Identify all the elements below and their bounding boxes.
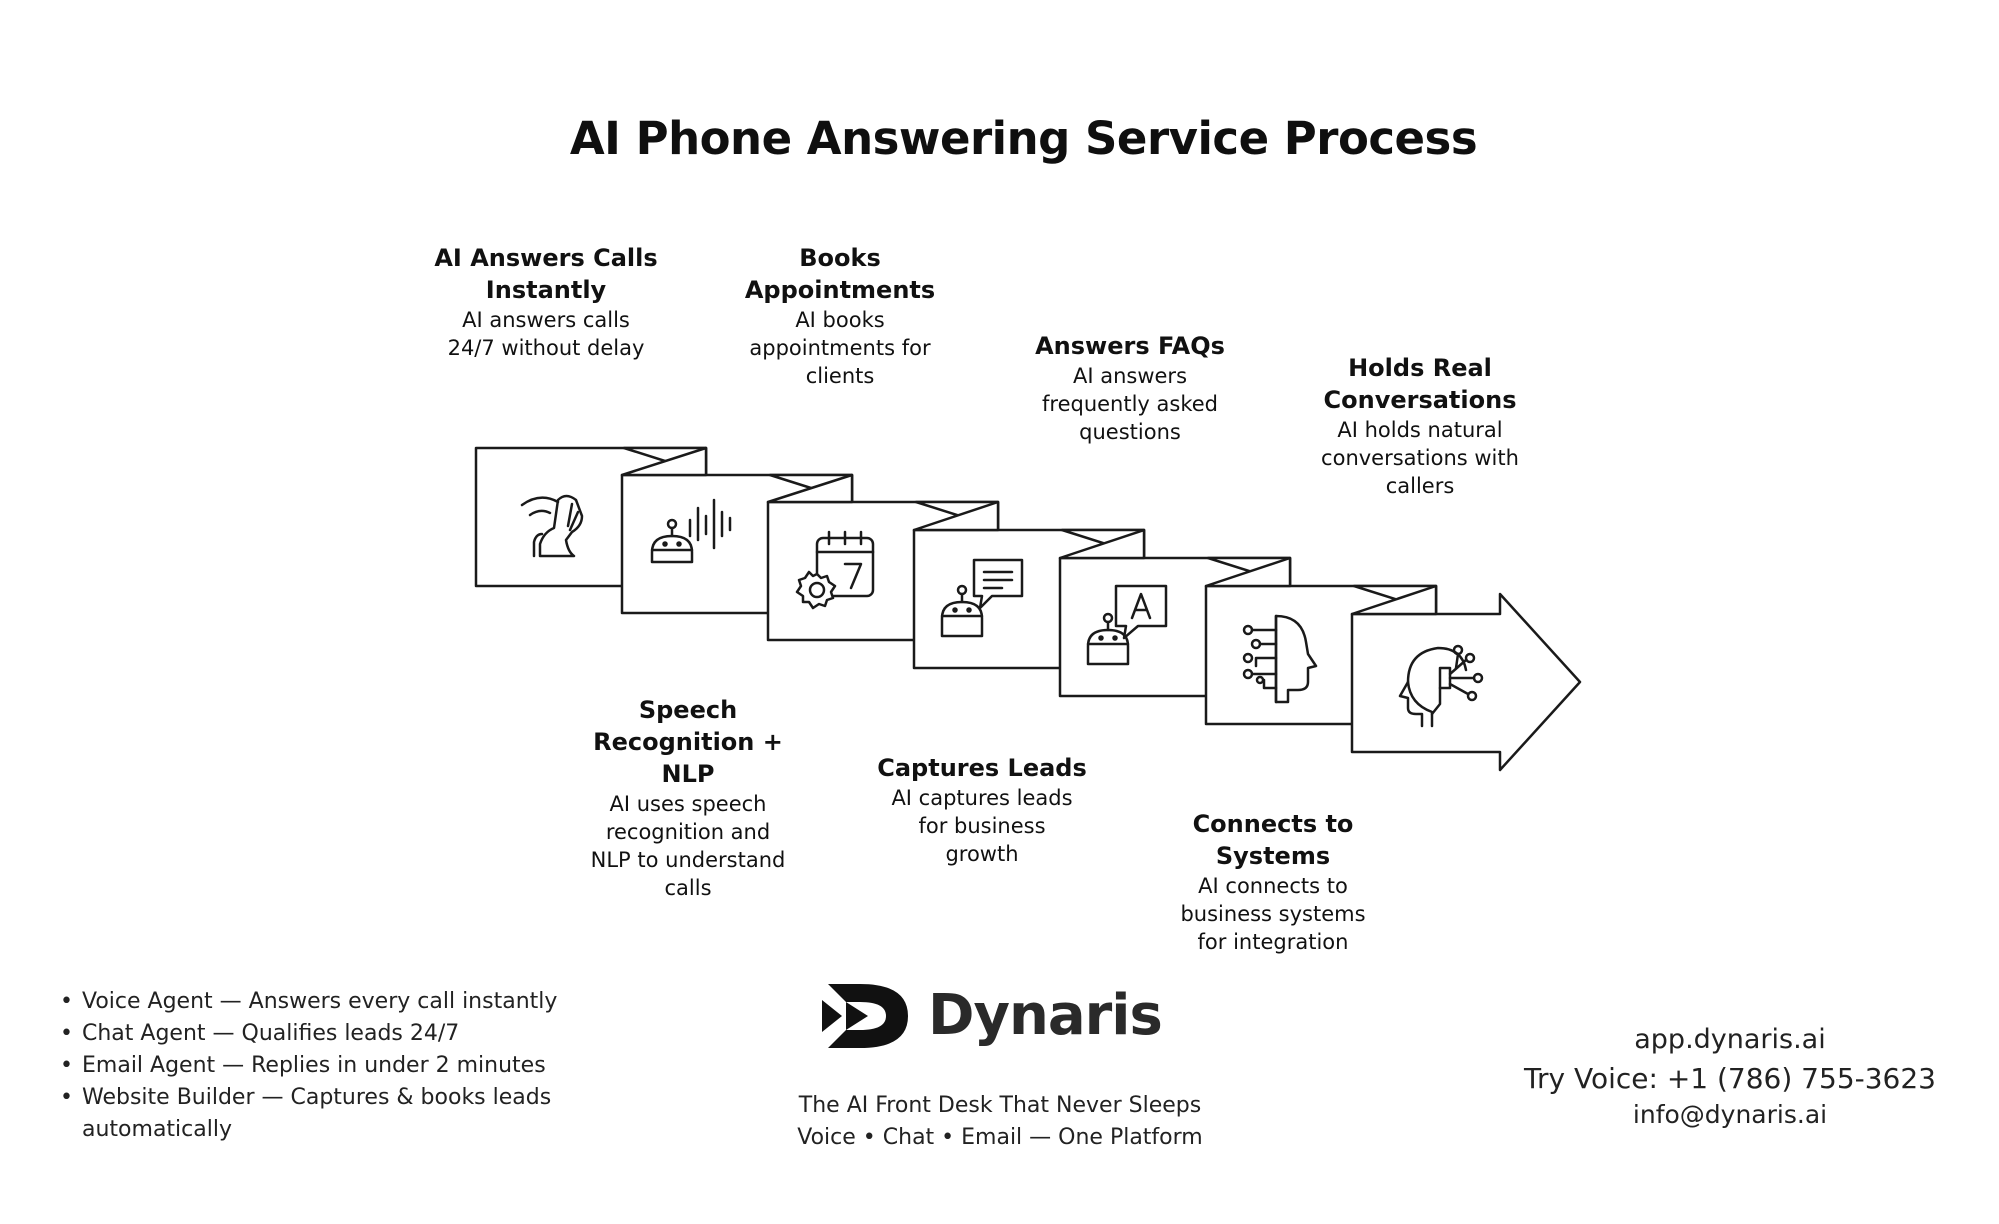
feature-list: Voice Agent — Answers every call instant… [60, 986, 580, 1146]
step-5-title: Answers FAQs [1035, 332, 1225, 360]
step-4-title: Captures Leads [877, 754, 1087, 782]
contact-website[interactable]: app.dynaris.ai [1634, 1024, 1826, 1055]
contact-email[interactable]: info@dynaris.ai [1632, 1100, 1828, 1129]
feature-item: Chat Agent — Qualifies leads 24/7 [60, 1018, 580, 1050]
brand-name: Dynaris [928, 983, 1163, 1048]
step-panel-7-arrow [1350, 584, 1582, 772]
calendar-gear-icon [795, 530, 875, 610]
phone-icon [520, 494, 584, 558]
circuit-head-icon [1242, 614, 1318, 704]
robot-answer-icon [1086, 584, 1168, 666]
contact-phone[interactable]: Try Voice: +1 (786) 755-3623 [1524, 1062, 1936, 1095]
brand-tagline: The AI Front Desk That Never Sleeps [798, 1093, 1202, 1118]
brand-subtagline: Voice • Chat • Email — One Platform [797, 1125, 1203, 1150]
diagram-title: AI Phone Answering Service Process [569, 112, 1478, 165]
feature-item: Website Builder — Captures & books leads… [60, 1082, 580, 1146]
robot-soundwave-icon [650, 498, 732, 564]
brain-network-icon [1398, 644, 1484, 728]
dynaris-logo-icon [822, 984, 908, 1048]
robot-chat-icon [940, 558, 1024, 638]
feature-item: Voice Agent — Answers every call instant… [60, 986, 580, 1018]
feature-item: Email Agent — Replies in under 2 minutes [60, 1050, 580, 1082]
